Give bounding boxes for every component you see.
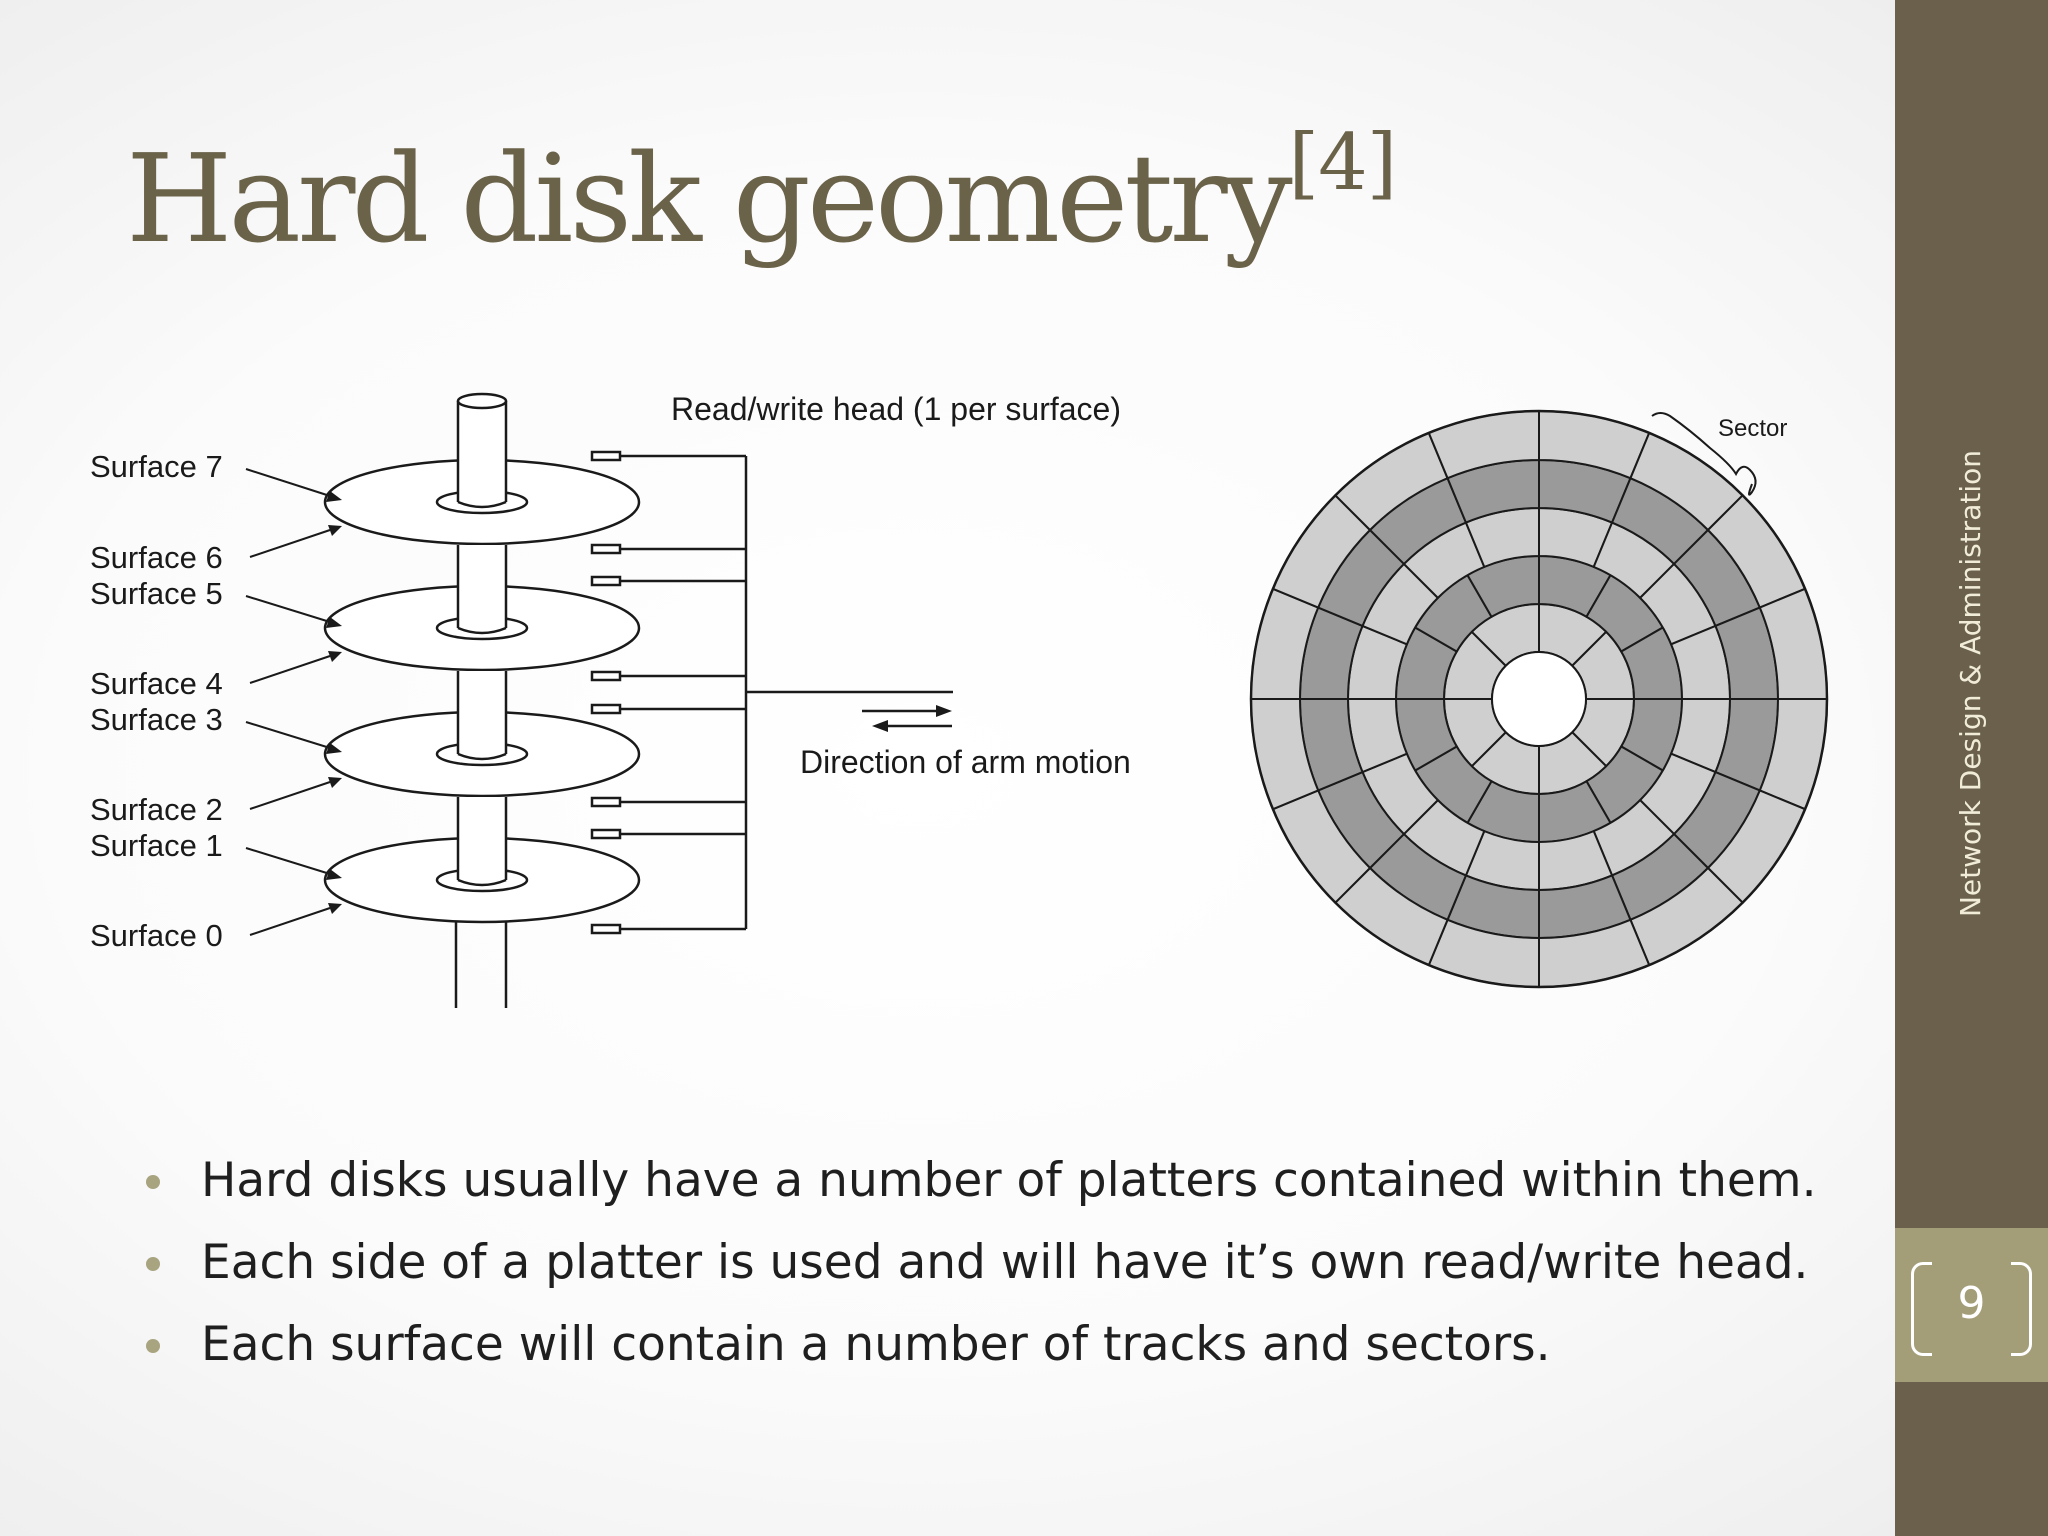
title-reference: [4]	[1288, 118, 1397, 208]
surface-label-5: Surface 5	[90, 576, 223, 611]
arm-direction-arrows	[862, 705, 952, 732]
slide: Hard disk geometry[4]	[90, 118, 1829, 1394]
course-title: Network Design & Administration	[1954, 450, 1987, 918]
bullet-text: Each surface will contain a number of tr…	[201, 1317, 1551, 1372]
right-bracket-icon	[2011, 1262, 2032, 1356]
bullet-item: Hard disks usually have a number of plat…	[146, 1148, 1817, 1230]
disk-diagram: Surface 7 Surface 6 Surface 5 Surface 4 …	[90, 391, 1829, 1008]
bullet-dot	[146, 1257, 160, 1271]
bullet-dot	[146, 1339, 160, 1353]
sector-label: Sector	[1718, 415, 1787, 442]
page-number-box: 9	[1895, 1228, 2048, 1382]
surface-label-1: Surface 1	[90, 828, 223, 863]
surface-label-2: Surface 2	[90, 792, 223, 827]
sector-disk	[1249, 409, 1829, 989]
surface-label-3: Surface 3	[90, 702, 223, 737]
bullet-item: Each side of a platter is used and will …	[146, 1230, 1817, 1312]
surface-labels: Surface 7 Surface 6 Surface 5 Surface 4 …	[90, 449, 223, 953]
page-number: 9	[1957, 1278, 1986, 1329]
head-assembly	[590, 450, 953, 935]
sector-brace	[1651, 412, 1757, 496]
bullet-item: Each surface will contain a number of tr…	[146, 1312, 1817, 1394]
head-label: Read/write head (1 per surface)	[671, 391, 1121, 427]
surface-label-0: Surface 0	[90, 918, 223, 953]
disk-outer-edge	[1249, 409, 1829, 989]
slide-title: Hard disk geometry[4]	[126, 118, 1397, 270]
slide-title-text: Hard disk geometry	[126, 128, 1293, 270]
surface-label-6: Surface 6	[90, 540, 223, 575]
bullet-text: Each side of a platter is used and will …	[201, 1235, 1809, 1290]
left-bracket-icon	[1911, 1262, 1932, 1356]
arm-motion-label: Direction of arm motion	[800, 744, 1131, 780]
bullet-list: Hard disks usually have a number of plat…	[146, 1148, 1817, 1394]
bullet-text: Hard disks usually have a number of plat…	[201, 1153, 1817, 1208]
surface-leaders	[245, 468, 342, 936]
bullet-dot	[146, 1175, 160, 1189]
disk-spindle-hole	[1491, 651, 1587, 747]
platter-stack	[323, 392, 641, 1008]
surface-label-7: Surface 7	[90, 449, 223, 484]
surface-label-4: Surface 4	[90, 666, 223, 701]
